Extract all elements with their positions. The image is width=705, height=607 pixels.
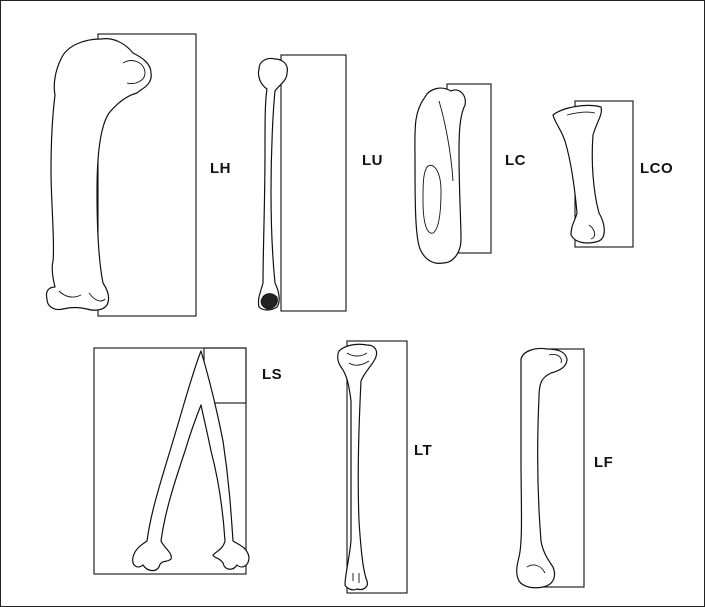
humerus-group bbox=[46, 34, 196, 316]
lu-measure-box bbox=[281, 55, 346, 311]
label-lf: LF bbox=[594, 454, 613, 471]
label-lu: LU bbox=[362, 152, 383, 169]
tibiotarsus-bone bbox=[338, 344, 377, 590]
tibiotarsus-group bbox=[338, 341, 407, 593]
carpometacarpus-bone bbox=[415, 88, 465, 263]
label-lt: LT bbox=[414, 442, 432, 459]
humerus-bone bbox=[46, 39, 151, 311]
femur-bone bbox=[517, 348, 567, 587]
label-ls: LS bbox=[262, 366, 282, 383]
carpometacarpus-group bbox=[415, 84, 491, 263]
furcula-bone bbox=[133, 351, 249, 571]
label-lc: LC bbox=[505, 152, 526, 169]
label-lco: LCO bbox=[640, 160, 673, 177]
coracoid-group bbox=[553, 101, 633, 247]
femur-group bbox=[517, 348, 584, 587]
ulna-group bbox=[258, 55, 346, 311]
furcula-group bbox=[94, 348, 249, 574]
coracoid-bone bbox=[553, 105, 604, 243]
label-lh: LH bbox=[210, 160, 231, 177]
ulna-bone bbox=[258, 58, 287, 310]
